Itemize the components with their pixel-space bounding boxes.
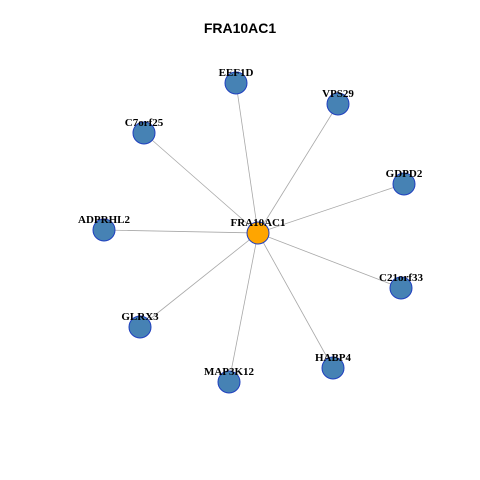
edge-habp4 xyxy=(257,232,334,369)
node-eef1d[interactable] xyxy=(224,71,248,95)
edge-map3k12 xyxy=(228,232,259,383)
node-c7orf25[interactable] xyxy=(132,121,156,145)
edge-eef1d xyxy=(235,82,259,234)
label-c21orf33: C21orf33 xyxy=(379,272,423,284)
edge-vps29 xyxy=(257,103,339,234)
graph-title: FRA10AC1 xyxy=(203,20,277,36)
edge-glrx3 xyxy=(139,232,259,328)
edge-c7orf25 xyxy=(143,132,259,234)
edge-layer xyxy=(103,82,405,383)
edge-adprhl2 xyxy=(103,229,259,234)
node-map3k12[interactable] xyxy=(217,370,241,394)
edge-gdpd2 xyxy=(257,183,405,234)
node-layer xyxy=(92,71,416,394)
node-adprhl2[interactable] xyxy=(92,218,116,242)
node-habp4[interactable] xyxy=(321,356,345,380)
label-habp4: HABP4 xyxy=(315,352,352,364)
node-c21orf33[interactable] xyxy=(389,276,413,300)
label-eef1d: EEF1D xyxy=(219,67,254,79)
node-hub[interactable] xyxy=(246,221,270,245)
label-map3k12: MAP3K12 xyxy=(204,366,255,378)
label-hub: FRA10AC1 xyxy=(231,217,286,229)
label-gdpd2: GDPD2 xyxy=(386,168,423,180)
node-vps29[interactable] xyxy=(326,92,350,116)
label-glrx3: GLRX3 xyxy=(121,311,159,323)
label-adprhl2: ADPRHL2 xyxy=(78,214,130,226)
node-gdpd2[interactable] xyxy=(392,172,416,196)
label-layer: EEF1D VPS29C7orf25GDPD2ADPRHL2C21orf33GLR… xyxy=(78,67,423,378)
label-c7orf25: C7orf25 xyxy=(125,117,164,129)
edge-c21orf33 xyxy=(257,232,402,289)
label-vps29: VPS29 xyxy=(322,88,354,100)
node-glrx3[interactable] xyxy=(128,315,152,339)
